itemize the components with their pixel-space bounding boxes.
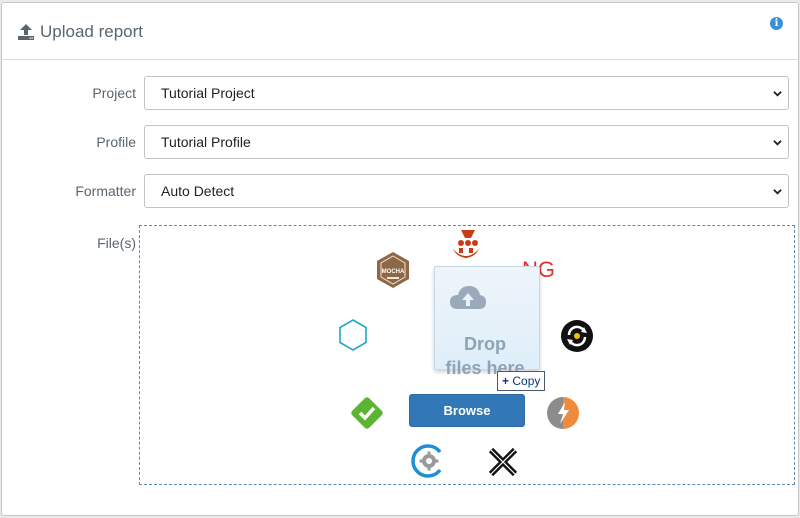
mocha-logo-icon: MOCHA xyxy=(377,252,409,288)
x-logo-icon xyxy=(488,447,518,477)
project-select-value: Tutorial Project xyxy=(161,85,255,101)
dialog-title: Upload report xyxy=(17,21,143,43)
project-row: Project Tutorial Project xyxy=(2,76,798,110)
profile-row: Profile Tutorial Profile xyxy=(2,125,798,159)
plus-icon: + xyxy=(502,374,510,388)
dialog-title-text: Upload report xyxy=(40,22,144,41)
formatter-select[interactable]: Auto Detect xyxy=(144,174,789,208)
sync-circle-logo-icon xyxy=(561,320,593,352)
drop-card xyxy=(434,266,540,370)
chevron-down-icon xyxy=(773,189,782,195)
cloud-upload-icon xyxy=(450,286,486,309)
file-drop-zone[interactable]: MOCHA NG Drop files xyxy=(139,225,795,485)
bolt-circle-logo-icon xyxy=(547,397,579,429)
browse-button[interactable]: Browse xyxy=(409,394,525,427)
copy-tooltip-label: Copy xyxy=(512,374,541,388)
hexagon-outline-logo-icon xyxy=(339,319,367,351)
drop-hint-line1: Drop xyxy=(464,334,506,354)
formatter-row: Formatter Auto Detect xyxy=(2,174,798,208)
dialog-header: Upload report i xyxy=(2,3,798,60)
project-label: Project xyxy=(92,85,136,101)
project-select[interactable]: Tutorial Project xyxy=(144,76,789,110)
green-check-logo-icon xyxy=(351,397,383,429)
files-label: File(s) xyxy=(97,235,136,251)
info-icon[interactable]: i xyxy=(770,17,783,30)
upload-icon xyxy=(18,24,34,40)
chevron-down-icon xyxy=(773,140,782,146)
chevron-down-icon xyxy=(773,91,782,97)
profile-label: Profile xyxy=(96,134,136,150)
profile-select[interactable]: Tutorial Profile xyxy=(144,125,789,159)
profile-select-value: Tutorial Profile xyxy=(161,134,251,150)
gear-c-logo-icon xyxy=(411,444,442,478)
svg-text:MOCHA: MOCHA xyxy=(382,269,405,275)
formatter-label: Formatter xyxy=(75,183,136,199)
jest-logo-icon xyxy=(453,230,479,258)
copy-drag-tooltip: + Copy xyxy=(497,371,546,391)
formatter-select-value: Auto Detect xyxy=(161,183,235,199)
